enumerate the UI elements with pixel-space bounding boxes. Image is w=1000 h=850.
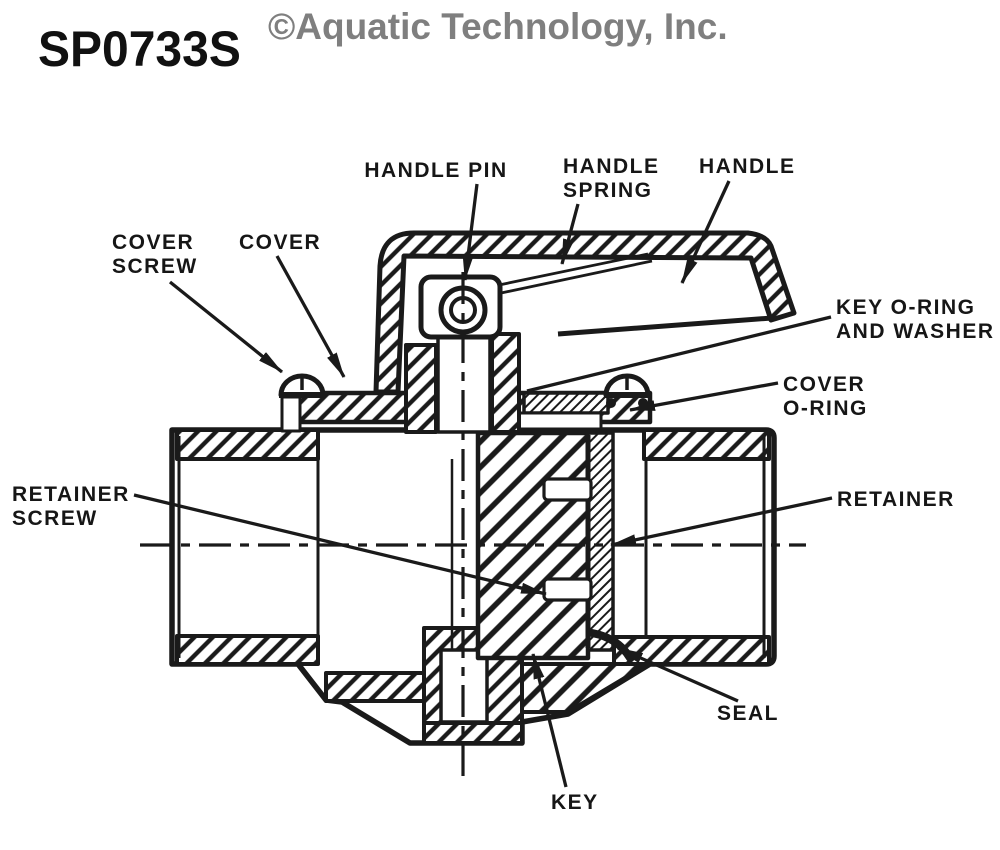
label-handle-spring-line2: SPRING	[563, 179, 653, 202]
label-retainer-screw-line1: RETAINER	[12, 483, 130, 506]
label-cover: COVER	[239, 231, 321, 254]
label-cover-oring-line2: O-RING	[783, 397, 868, 420]
label-cover-oring-line1: COVER	[783, 373, 865, 396]
leader-seal	[617, 646, 739, 703]
label-key-oring-line1: KEY O-RING	[836, 296, 975, 319]
retainer-strip	[586, 431, 615, 652]
leader-retainer	[610, 496, 833, 547]
leader-cover	[275, 255, 346, 378]
label-key-oring-line2: AND WASHER	[836, 320, 995, 343]
handle-lever	[373, 230, 797, 395]
leader-key	[531, 653, 568, 788]
handle-assembly	[373, 230, 797, 395]
label-cover-screw-line1: COVER	[112, 231, 194, 254]
cover-screw-shank	[280, 395, 302, 433]
left-port-top-wall	[175, 428, 320, 461]
right-port-top-wall	[642, 428, 771, 461]
leader-handle-spring	[560, 203, 580, 265]
key-oring-band	[522, 391, 610, 415]
label-handle: HANDLE	[699, 155, 796, 178]
part-number: SP0733S	[38, 21, 241, 77]
cover-oring-left-dot	[606, 398, 616, 408]
retainer-screw-upper	[542, 477, 593, 502]
label-cover-screw-line2: SCREW	[112, 255, 198, 278]
label-seal: SEAL	[717, 702, 779, 725]
leader-handle-pin	[462, 183, 479, 281]
label-key: KEY	[551, 791, 599, 814]
leader-cover-screw	[168, 280, 284, 374]
key-washer	[515, 411, 603, 431]
copyright-text: ©Aquatic Technology, Inc.	[268, 6, 728, 47]
valve-body	[169, 427, 777, 746]
leader-cover-oring	[629, 381, 779, 412]
right-port-bottom-wall	[612, 635, 771, 666]
retainer-screw-lower	[542, 577, 593, 602]
chamber-floor-wall	[324, 671, 432, 703]
label-retainer: RETAINER	[837, 488, 955, 511]
leader-handle	[680, 180, 731, 284]
centerlines	[140, 272, 806, 778]
stem-wall-left	[404, 343, 438, 434]
label-handle-spring-line1: HANDLE	[563, 155, 660, 178]
leader-retainer-screw	[133, 493, 547, 596]
left-port-bottom-wall	[175, 634, 320, 666]
label-retainer-screw-line2: SCREW	[12, 507, 98, 530]
leader-lines	[133, 180, 833, 788]
handle-underside	[557, 315, 773, 337]
stem-wall-right	[490, 332, 521, 434]
label-handle-pin: HANDLE PIN	[364, 159, 507, 182]
leader-key-oring	[526, 315, 832, 393]
handle-spring-leaf-2	[472, 259, 653, 301]
labels: HANDLE PIN HANDLE SPRING HANDLE COVER SC…	[12, 155, 995, 814]
